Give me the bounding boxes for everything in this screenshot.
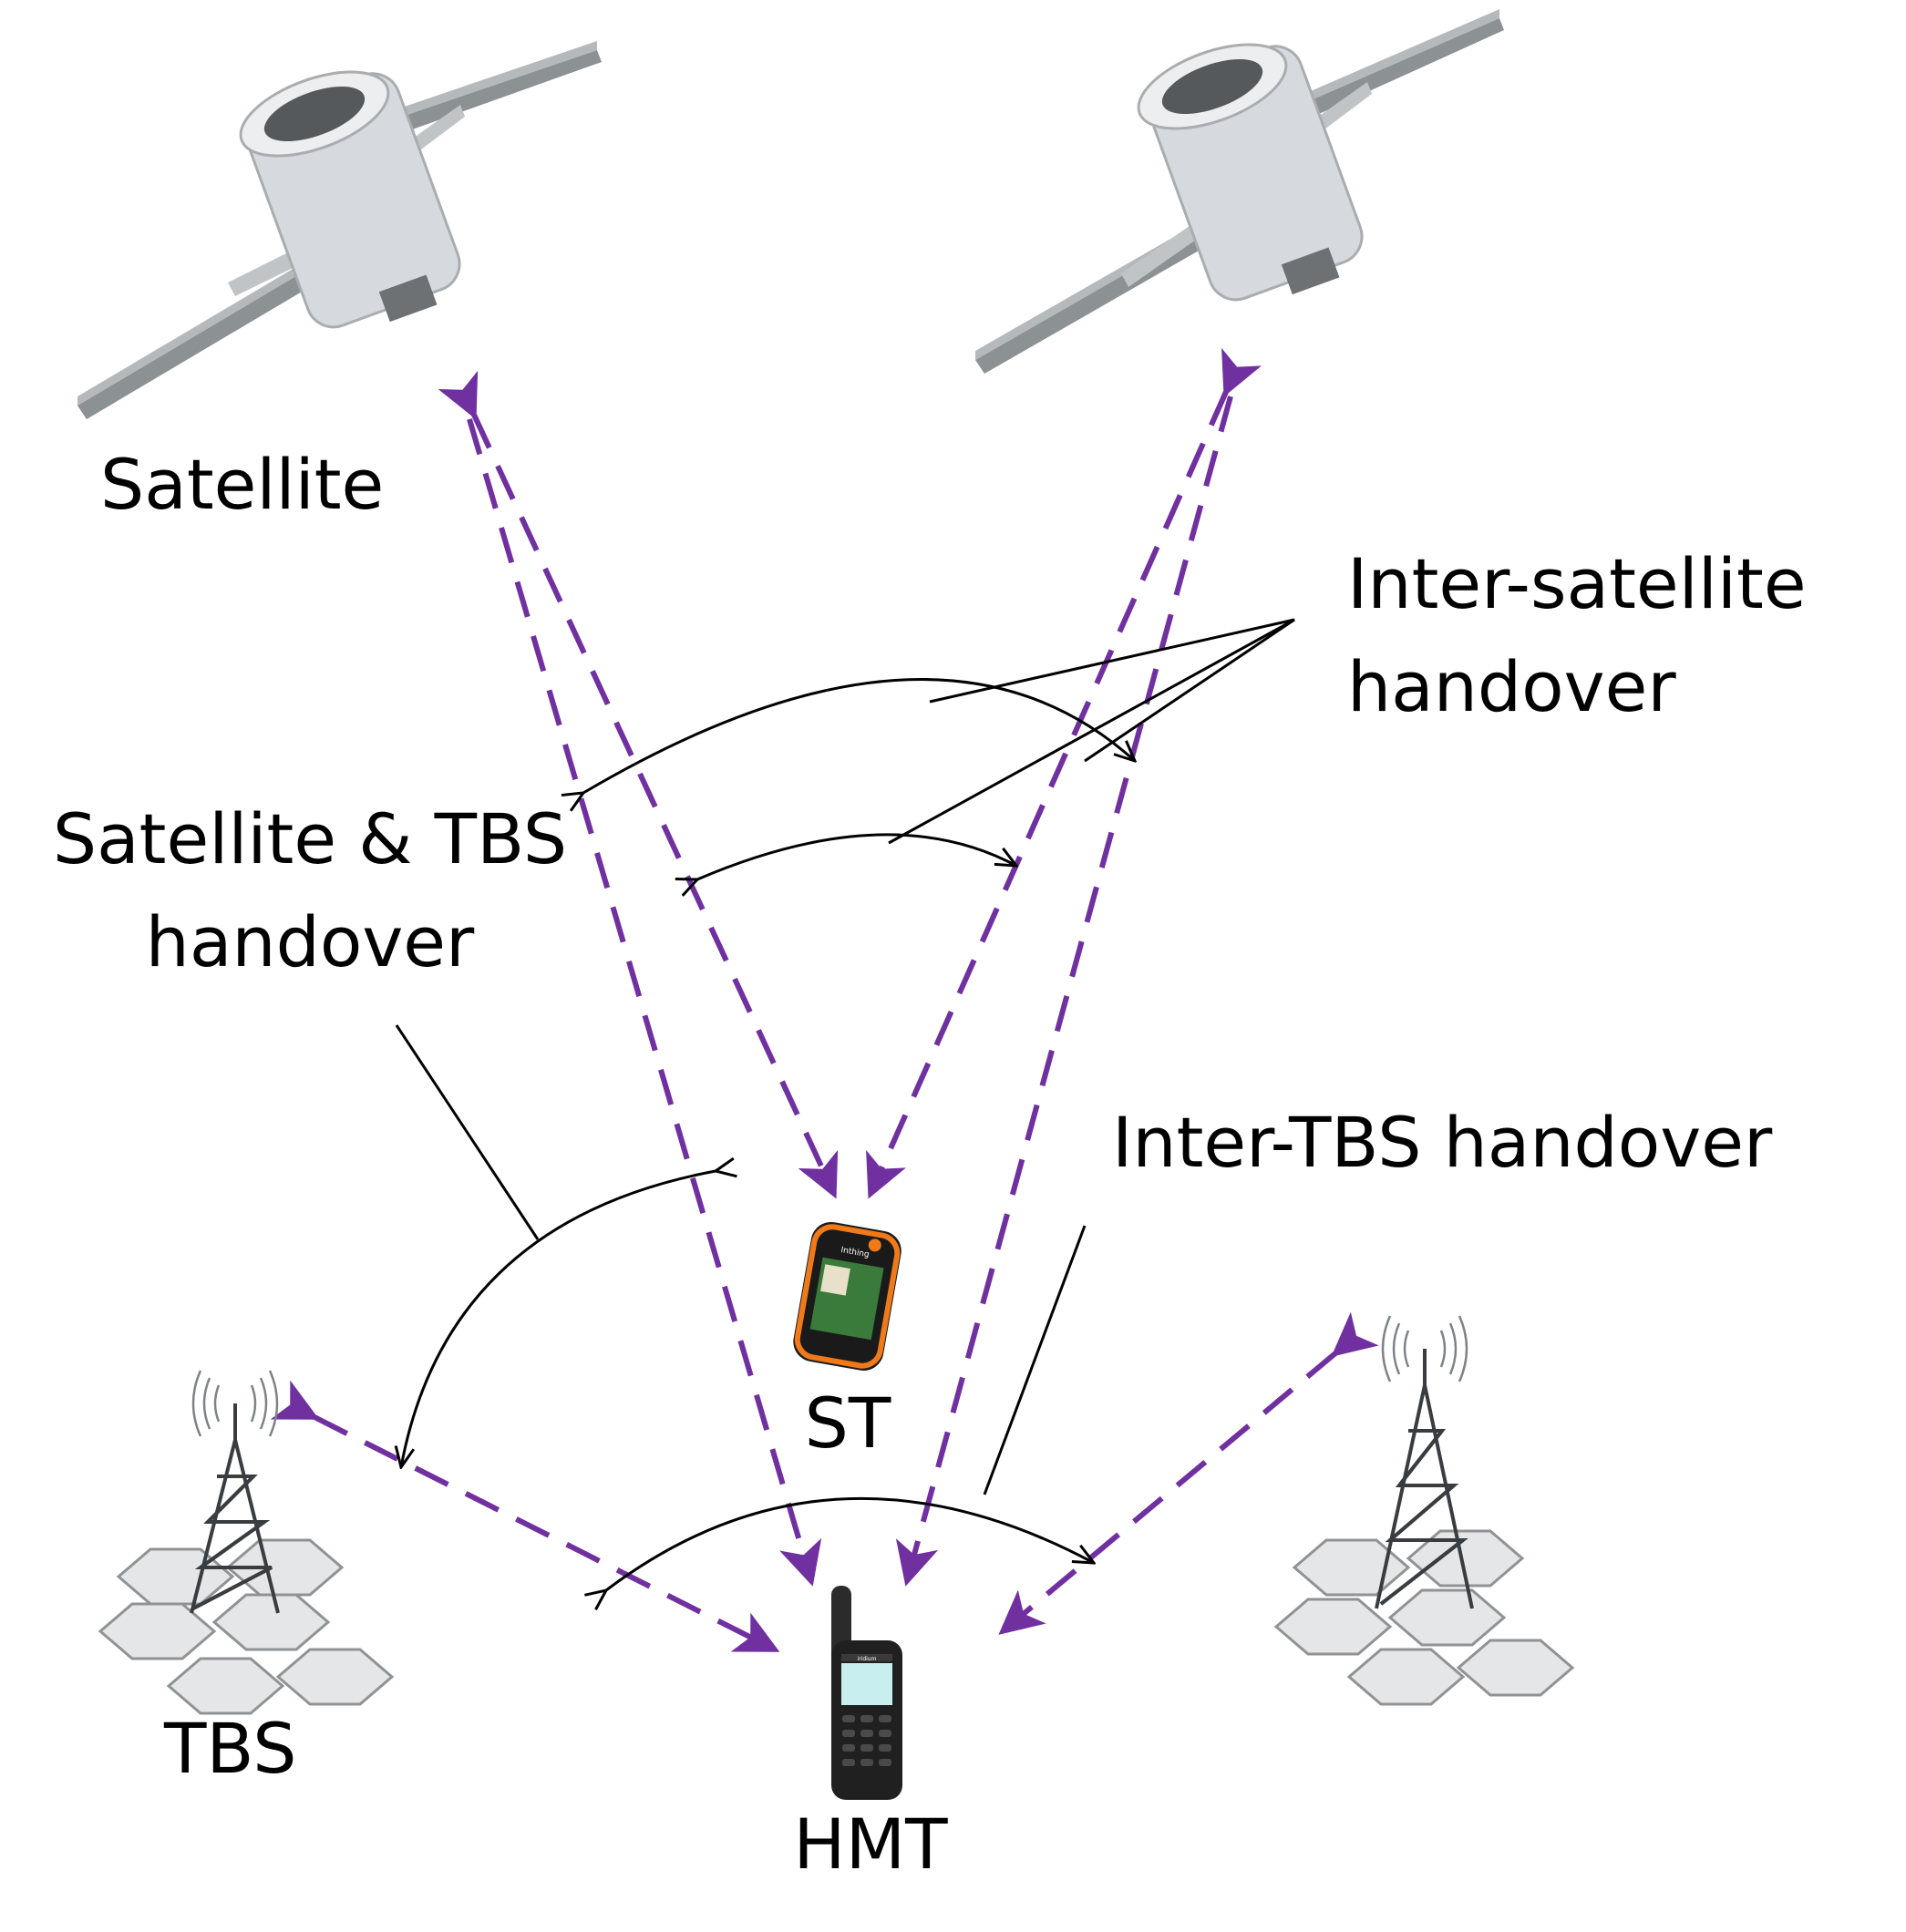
link-sat2-hmt — [895, 396, 1233, 1587]
sat-tbs-label-line2: handover — [145, 901, 475, 982]
cell-tower-icon — [1273, 1315, 1575, 1706]
link-sat1-hmt — [467, 418, 822, 1587]
inter-satellite-arc-outer — [583, 678, 1135, 793]
inter-tbs-arc — [606, 1496, 1094, 1590]
satellite-icon — [975, 9, 1504, 374]
sat-tbs-arc — [401, 1171, 716, 1467]
handheld-gps-icon: Inthing — [793, 1221, 901, 1371]
sat-tbs-pointer — [395, 1024, 540, 1240]
satellite-label: Satellite — [100, 444, 385, 525]
sat-tbs-label-line1: Satellite & TBS — [52, 798, 568, 879]
tbs-label: TBS — [164, 1708, 297, 1789]
hmt-label: HMT — [793, 1804, 948, 1885]
inter-satellite-label-line2: handover — [1347, 646, 1676, 727]
hmt-brand-text: iridium — [858, 1656, 877, 1662]
handover-arcs — [395, 618, 1295, 1590]
link-tbs2-hmt — [998, 1311, 1379, 1635]
st-label: ST — [804, 1382, 891, 1464]
link-tbs1-hmt — [270, 1380, 780, 1652]
satellite-phone-icon: iridium — [831, 1586, 902, 1800]
inter-tbs-label: Inter-TBS handover — [1112, 1102, 1773, 1183]
satellite-icon — [77, 41, 602, 419]
inter-satellite-pointer-1 — [929, 618, 1295, 763]
inter-tbs-pointer — [983, 1225, 1087, 1495]
inter-satellite-arc-inner — [697, 833, 1016, 879]
inter-satellite-pointer-2 — [888, 618, 1295, 845]
cell-tower-icon — [98, 1370, 395, 1715]
link-sat2-st — [866, 347, 1262, 1199]
inter-satellite-label-line1: Inter-satellite — [1347, 543, 1807, 624]
